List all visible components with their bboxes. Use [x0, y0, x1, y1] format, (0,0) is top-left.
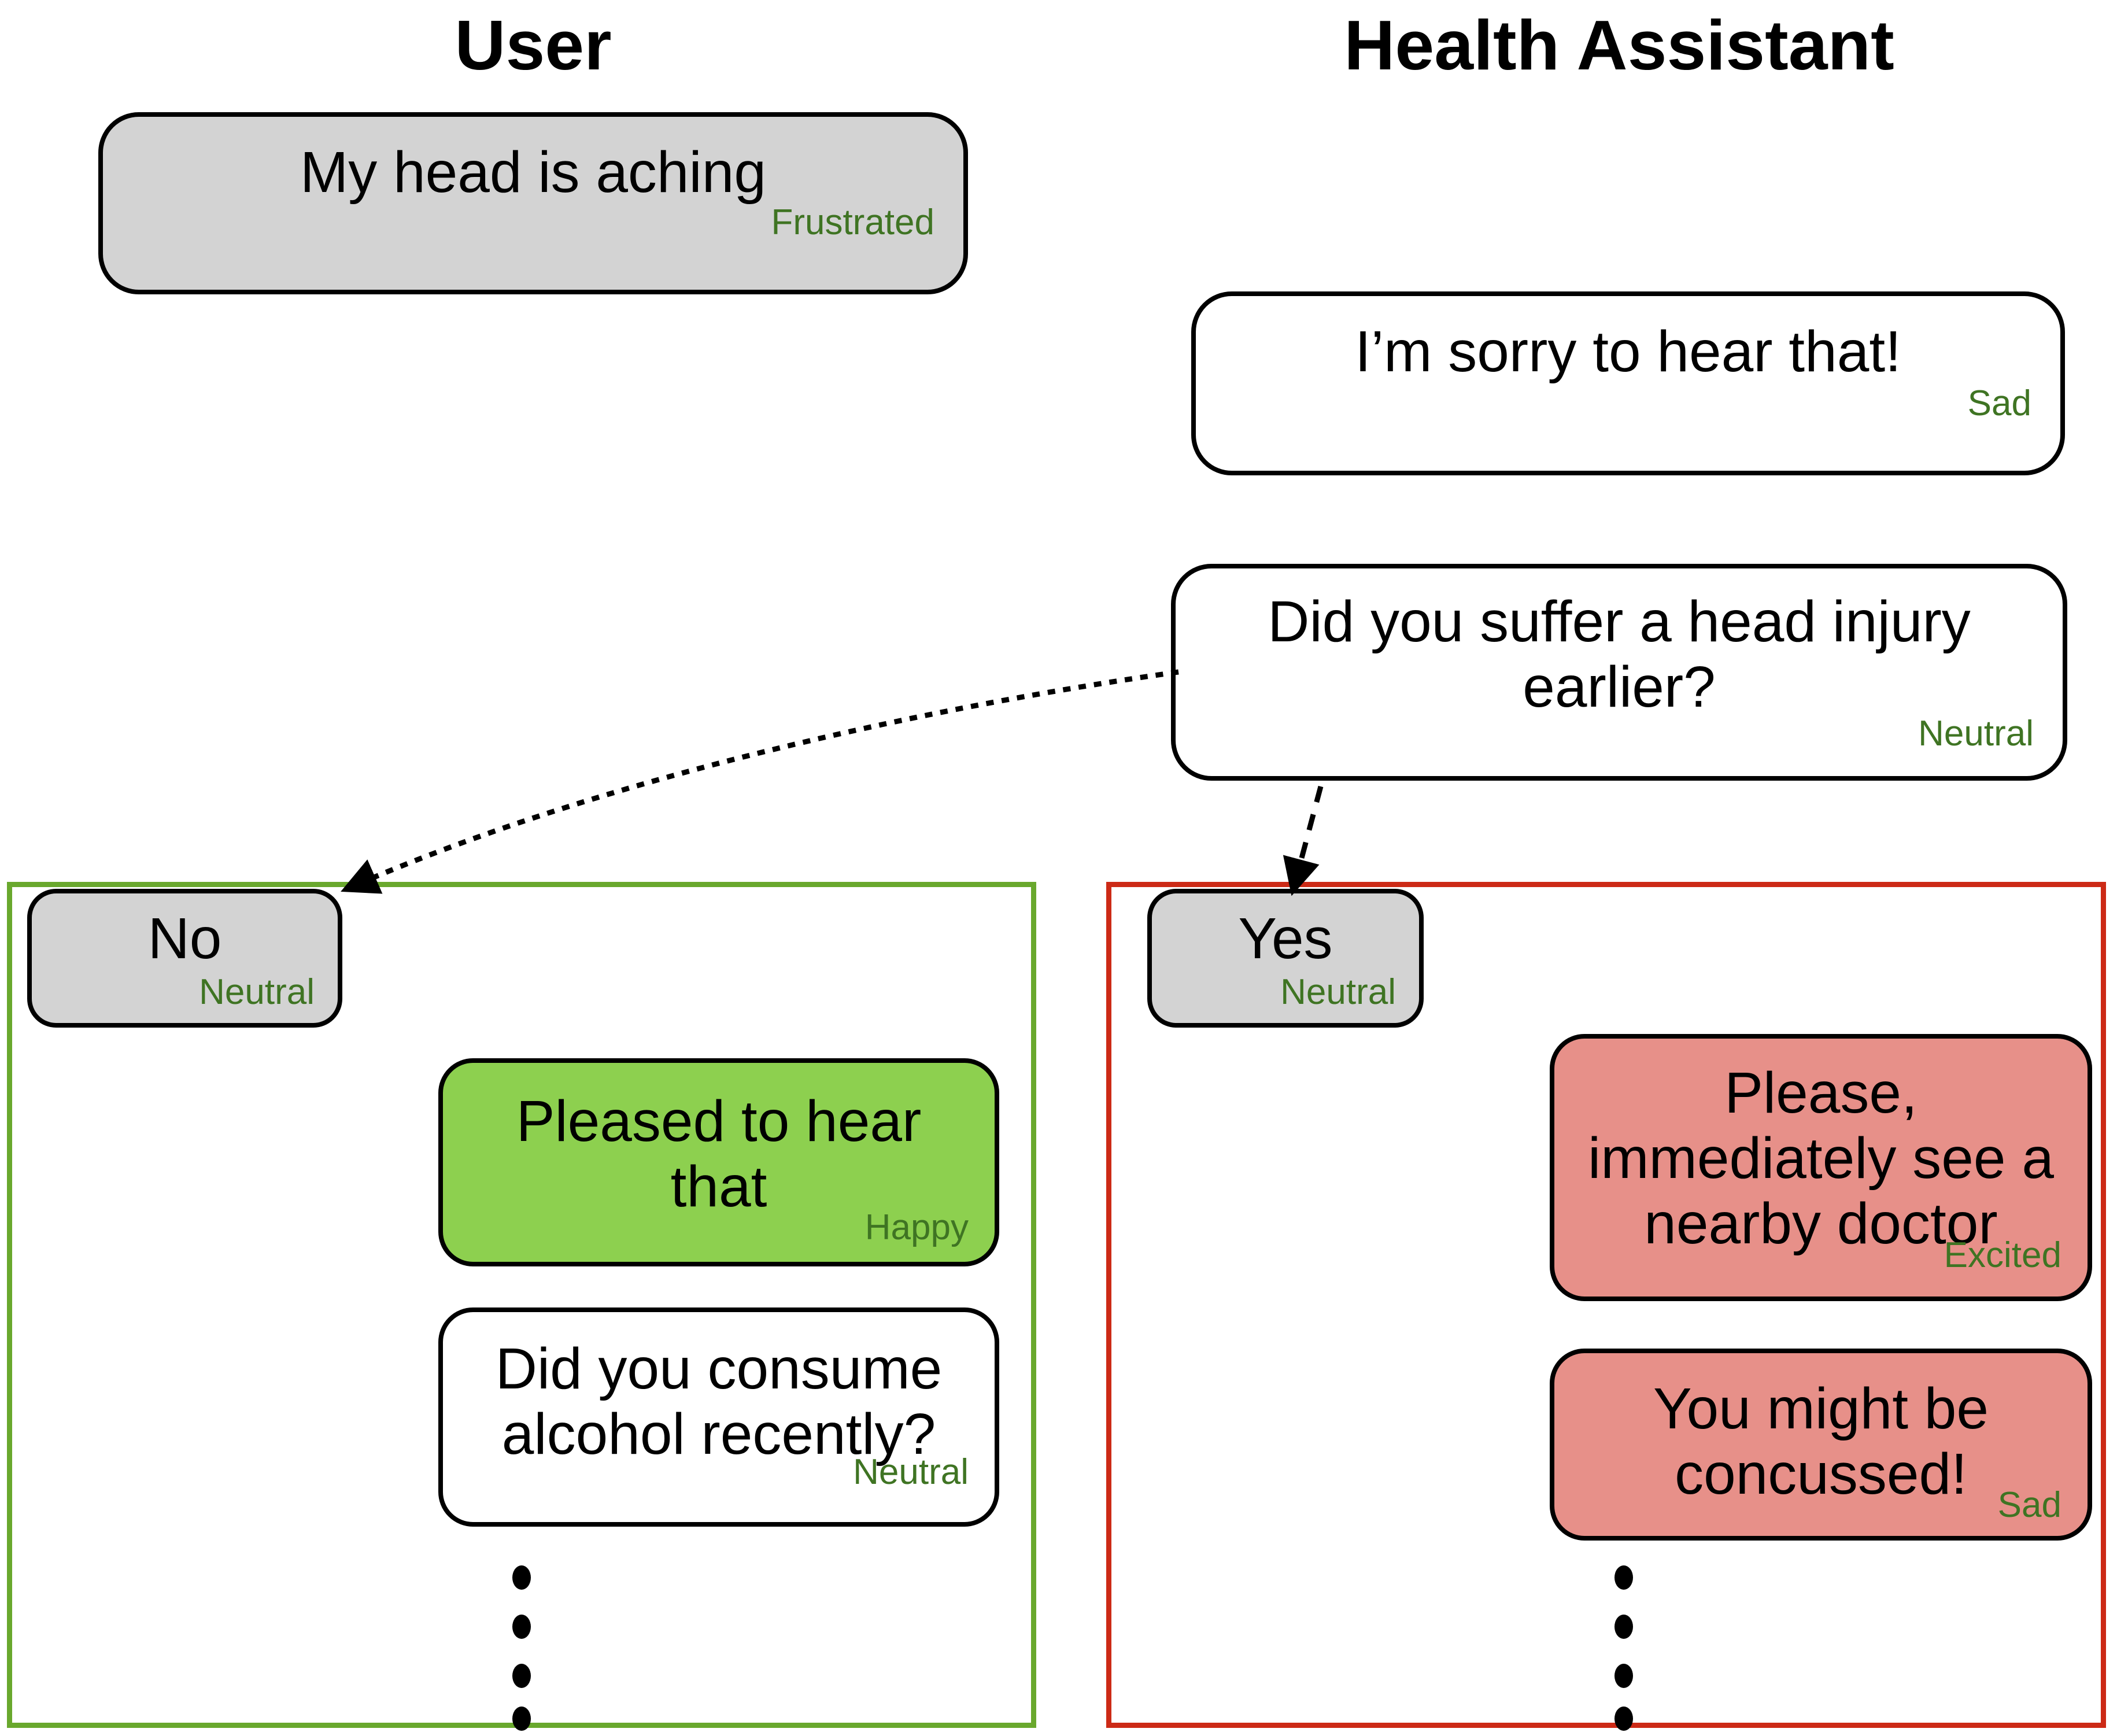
yes-branch-box [1106, 882, 2106, 1728]
emotion-label: Happy [864, 1207, 969, 1247]
assistant-warning-bubble: You might be concussed! Sad [1550, 1349, 2092, 1541]
column-header-user: User [455, 6, 612, 84]
message-text: My head is aching [300, 140, 766, 205]
emotion-label: Frustrated [771, 202, 934, 242]
emotion-label: Neutral [1280, 972, 1396, 1012]
user-answer-yes-bubble: Yes Neutral [1147, 889, 1424, 1028]
assistant-urgent-advice-bubble: Please, immediately see a nearby doctor … [1550, 1034, 2092, 1301]
assistant-question-bubble: Did you suffer a head injury earlier? Ne… [1171, 564, 2067, 781]
message-text: No [147, 906, 222, 971]
message-text: Did you consume alcohol recently? [495, 1336, 943, 1467]
assistant-message-bubble: I’m sorry to hear that! Sad [1191, 291, 2065, 475]
assistant-followup-no-bubble: Did you consume alcohol recently? Neutra… [438, 1307, 999, 1527]
emotion-label: Neutral [1918, 714, 2034, 754]
message-text: Pleased to hear that [516, 1089, 922, 1219]
message-text: Did you suffer a head injury earlier? [1268, 589, 1971, 719]
dotted-arrow-to-no-branch [341, 669, 1179, 894]
message-text: Please, immediately see a nearby doctor [1588, 1061, 2054, 1256]
message-text: You might be concussed! [1653, 1376, 1989, 1506]
emotion-label: Sad [1967, 383, 2031, 423]
emotion-label: Neutral [199, 972, 315, 1012]
assistant-reply-positive-bubble: Pleased to hear that Happy [438, 1058, 999, 1266]
emotion-label: Neutral [853, 1452, 969, 1492]
message-text: Yes [1238, 906, 1333, 971]
user-message-bubble: My head is aching Frustrated [98, 112, 968, 294]
emotion-label: Sad [1997, 1485, 2061, 1525]
emotion-label: Excited [1944, 1235, 2061, 1275]
user-answer-no-bubble: No Neutral [27, 889, 342, 1028]
message-text: I’m sorry to hear that! [1355, 319, 1901, 384]
dashed-arrow-to-yes-branch [1283, 785, 1324, 896]
column-header-assistant: Health Assistant [1344, 6, 1894, 84]
